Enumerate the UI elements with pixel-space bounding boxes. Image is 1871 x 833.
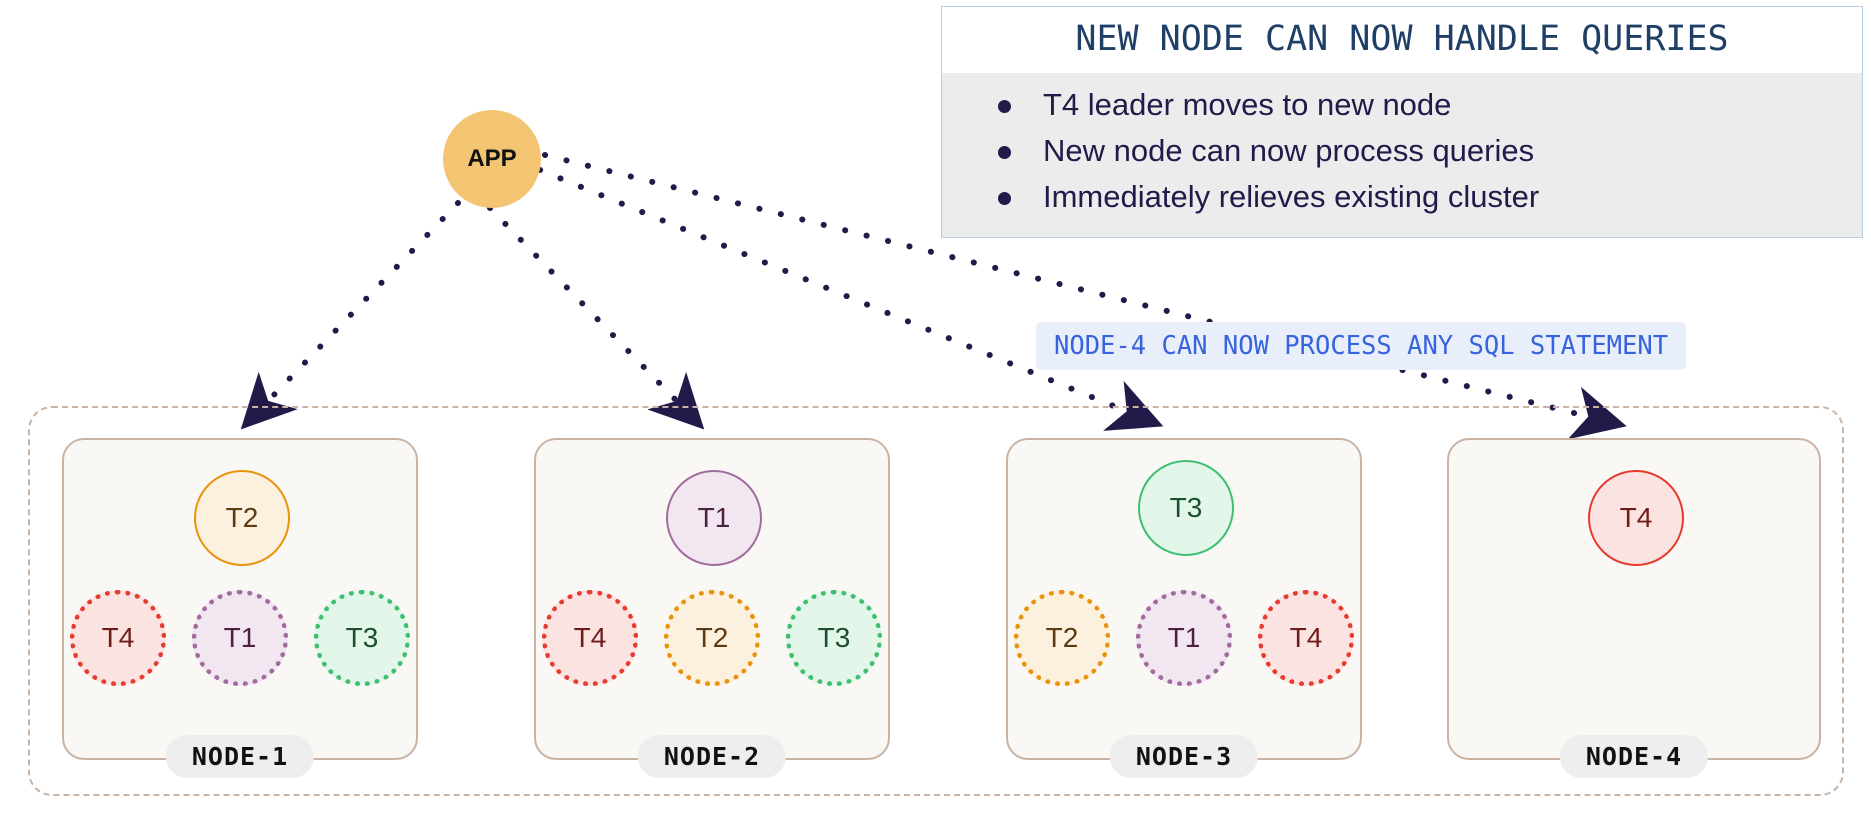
leader-token-node-1[interactable]: T2	[194, 470, 290, 566]
bullet-dot-icon	[998, 146, 1011, 159]
leader-token-label: T4	[1619, 502, 1653, 533]
leader-token-label: T3	[1169, 492, 1203, 523]
node-label-node-3: NODE-3	[1109, 735, 1259, 778]
app-node-label: APP	[467, 145, 517, 172]
follower-token-label: T4	[101, 622, 135, 653]
arrow-app-to-node-1	[240, 200, 461, 430]
callout-bullet-text: T4 leader moves to new node	[1043, 87, 1452, 122]
leader-token-label: T2	[225, 502, 259, 533]
follower-token[interactable]: T3	[786, 590, 882, 686]
follower-token-label: T3	[817, 622, 851, 653]
callout-bullet-text: Immediately relieves existing cluster	[1043, 179, 1540, 214]
callout-bullet-list: T4 leader moves to new node New node can…	[942, 73, 1862, 237]
leader-token-label: T1	[697, 502, 731, 533]
follower-token-label: T2	[1045, 622, 1079, 653]
follower-token[interactable]: T2	[664, 590, 760, 686]
node-box-node-3[interactable]: T3 T2 T1 T4 NODE-3	[1006, 438, 1362, 778]
follower-token-label: T4	[1289, 622, 1323, 653]
node-label-node-2: NODE-2	[637, 735, 787, 778]
follower-token-label: T2	[695, 622, 729, 653]
sub-note-badge: NODE-4 CAN NOW PROCESS ANY SQL STATEMENT	[1036, 322, 1687, 370]
follower-token-row-node-3: T2 T1 T4	[1008, 590, 1360, 686]
node-label-node-1: NODE-1	[165, 735, 315, 778]
callout-bullet-item: Immediately relieves existing cluster	[942, 175, 1862, 221]
callout-panel: NEW NODE CAN NOW HANDLE QUERIES T4 leade…	[941, 6, 1863, 238]
follower-token-label: T1	[1167, 622, 1201, 653]
follower-token[interactable]: T4	[542, 590, 638, 686]
node-label-node-4: NODE-4	[1559, 735, 1709, 778]
node-box-node-4[interactable]: T4 NODE-4	[1447, 438, 1821, 778]
follower-token-label: T3	[345, 622, 379, 653]
callout-bullet-item: T4 leader moves to new node	[942, 83, 1862, 129]
cluster-boundary	[28, 406, 1844, 796]
follower-token-label: T1	[223, 622, 257, 653]
callout-bullet-text: New node can now process queries	[1043, 133, 1535, 168]
follower-token[interactable]: T4	[70, 590, 166, 686]
callout-bullet-item: New node can now process queries	[942, 129, 1862, 175]
node-box-node-1[interactable]: T2 T4 T1 T3 NODE-1	[62, 438, 418, 778]
app-node[interactable]: APP	[443, 110, 541, 208]
follower-token[interactable]: T1	[192, 590, 288, 686]
bullet-dot-icon	[998, 100, 1011, 113]
follower-token[interactable]: T4	[1258, 590, 1354, 686]
follower-token[interactable]: T2	[1014, 590, 1110, 686]
bullet-dot-icon	[998, 192, 1011, 205]
leader-token-node-2[interactable]: T1	[666, 470, 762, 566]
leader-token-node-3[interactable]: T3	[1138, 460, 1234, 556]
follower-token[interactable]: T3	[314, 590, 410, 686]
follower-token-label: T4	[573, 622, 607, 653]
follower-token-row-node-2: T4 T2 T3	[536, 590, 888, 686]
node-box-node-2[interactable]: T1 T4 T2 T3 NODE-2	[534, 438, 890, 778]
follower-token-row-node-1: T4 T1 T3	[64, 590, 416, 686]
follower-token[interactable]: T1	[1136, 590, 1232, 686]
arrow-app-to-node-2	[487, 205, 705, 430]
callout-title: NEW NODE CAN NOW HANDLE QUERIES	[942, 7, 1862, 73]
leader-token-node-4[interactable]: T4	[1588, 470, 1684, 566]
